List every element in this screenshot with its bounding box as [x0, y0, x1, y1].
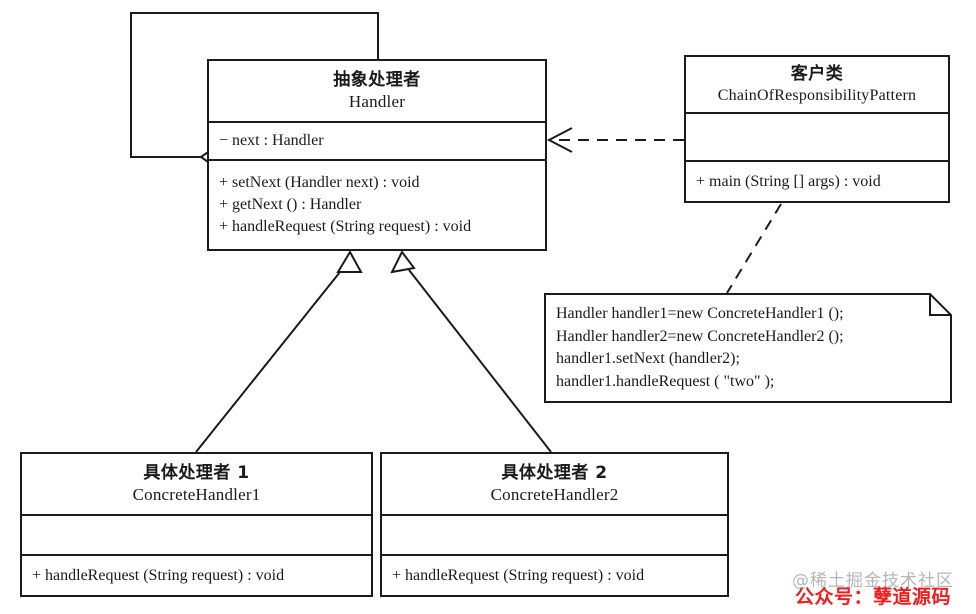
client-operation-main: + main (String [] args) : void: [696, 172, 881, 190]
concretehandler1-title-compartment: 具体处理者 1 ConcreteHandler1: [22, 454, 371, 514]
handler-cn-name: 抽象处理者: [333, 70, 421, 90]
handler-en-name: Handler: [348, 92, 406, 111]
class-box-client[interactable]: 客户类 ChainOfResponsibilityPattern + main …: [684, 55, 950, 203]
note-code-line-3: handler1.setNext (handler2);: [556, 350, 740, 367]
concretehandler2-en-name: ConcreteHandler2: [490, 485, 619, 504]
note-shape: [544, 293, 952, 403]
handler-operation-setnext: + setNext (Handler next) : void: [219, 174, 420, 191]
class-box-handler[interactable]: 抽象处理者 Handler − next : Handler + setNext…: [207, 59, 547, 251]
concretehandler1-operations-compartment: + handleRequest (String request) : void: [22, 554, 371, 595]
watermark-red-wechat: 公众号：孽道源码: [795, 586, 952, 608]
client-en-name: ChainOfResponsibilityPattern: [717, 86, 917, 104]
handler-operations-compartment: + setNext (Handler next) : void + getNex…: [209, 159, 545, 249]
client-operations-compartment: + main (String [] args) : void: [686, 160, 948, 201]
handler-title-compartment: 抽象处理者 Handler: [209, 61, 545, 121]
class-box-concretehandler2[interactable]: 具体处理者 2 ConcreteHandler2 + handleRequest…: [380, 452, 729, 597]
concretehandler1-operation-handlerequest: + handleRequest (String request) : void: [32, 566, 285, 584]
handler-operation-handlerequest: + handleRequest (String request) : void: [219, 218, 472, 235]
handler-attribute-next: − next : Handler: [219, 132, 324, 149]
concretehandler1-attributes-compartment: [22, 514, 371, 554]
class-box-concretehandler1[interactable]: 具体处理者 1 ConcreteHandler1 + handleRequest…: [20, 452, 373, 597]
dependency-client-to-handler: [546, 127, 684, 153]
concretehandler2-operations-compartment: + handleRequest (String request) : void: [382, 554, 727, 595]
note-code-text: Handler handler1=new ConcreteHandler1 ()…: [556, 303, 844, 393]
concretehandler1-cn-name: 具体处理者 1: [143, 463, 250, 483]
generalization-concretehandler1-to-handler: [195, 249, 363, 453]
concretehandler2-operation-handlerequest: + handleRequest (String request) : void: [392, 566, 645, 584]
note-code-line-2: Handler handler2=new ConcreteHandler2 ()…: [556, 327, 844, 345]
handler-attributes-compartment: − next : Handler: [209, 121, 545, 159]
note-anchor-client: [726, 203, 782, 294]
handler-operation-getnext: + getNext () : Handler: [219, 196, 362, 213]
client-title-compartment: 客户类 ChainOfResponsibilityPattern: [686, 57, 948, 112]
note-code-line-1: Handler handler1=new ConcreteHandler1 ()…: [556, 305, 844, 322]
note-box-client-code[interactable]: Handler handler1=new ConcreteHandler1 ()…: [544, 293, 952, 403]
concretehandler2-attributes-compartment: [382, 514, 727, 554]
concretehandler2-title-compartment: 具体处理者 2 ConcreteHandler2: [382, 454, 727, 514]
watermark-gray-juejin: @稀土掘金技术社区: [792, 571, 954, 591]
concretehandler2-cn-name: 具体处理者 2: [501, 463, 608, 483]
client-cn-name: 客户类: [790, 63, 844, 84]
generalization-concretehandler2-to-handler: [390, 250, 552, 453]
concretehandler1-en-name: ConcreteHandler1: [132, 485, 261, 504]
client-attributes-compartment: [686, 112, 948, 160]
note-code-line-4: handler1.handleRequest ( "two" );: [556, 372, 775, 390]
